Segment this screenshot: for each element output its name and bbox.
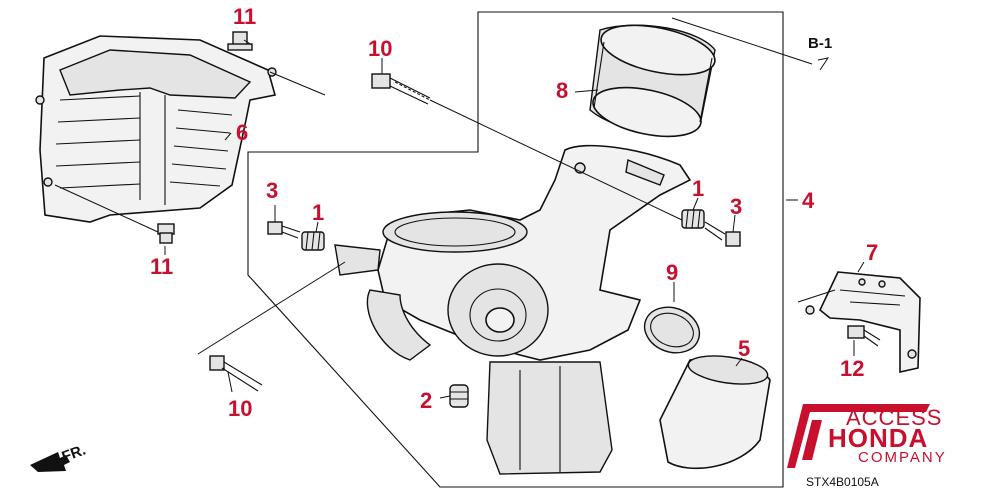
part-10-bolt-top[interactable] — [371, 73, 431, 105]
callout-2: 2 — [420, 388, 432, 413]
callout-1-left: 1 — [312, 200, 324, 225]
callout-5: 5 — [738, 336, 750, 361]
part-7-bracket[interactable] — [805, 271, 921, 373]
part-8-seal[interactable] — [589, 16, 720, 145]
brand-logo: ACCESS HONDA COMPANY — [787, 404, 947, 468]
part-10-bolt-bottom[interactable] — [209, 355, 263, 392]
callout-1-right: 1 — [692, 176, 704, 201]
part-3-bolt-right[interactable] — [704, 221, 741, 247]
part-1-grommet-left[interactable] — [301, 231, 325, 251]
callout-3-left: 3 — [266, 178, 278, 203]
part-6-cover[interactable] — [35, 35, 277, 223]
callout-3-right: 3 — [730, 194, 742, 219]
callout-4: 4 — [802, 188, 815, 213]
callout-10-top: 10 — [368, 36, 392, 61]
part-2-grommet[interactable] — [449, 384, 469, 408]
callouts: 11 6 11 10 8 3 1 1 3 4 9 7 5 12 2 10 — [150, 4, 878, 421]
callout-7: 7 — [866, 240, 878, 265]
callout-8: 8 — [556, 78, 568, 103]
part-3-bolt-left[interactable] — [267, 221, 301, 239]
callout-12: 12 — [840, 356, 864, 381]
diagram-code: STX4B0105A — [806, 475, 879, 489]
callout-9: 9 — [666, 260, 678, 285]
reference-label: B-1 — [808, 35, 832, 52]
callout-11-bottom: 11 — [150, 254, 173, 279]
leader-lines — [54, 17, 865, 399]
assembly-outline-4 — [247, 11, 784, 488]
part-11-clip-top[interactable] — [227, 31, 253, 51]
callout-11-top: 11 — [233, 4, 256, 29]
part-4-intake-housing[interactable] — [334, 144, 692, 475]
callout-10-bottom: 10 — [228, 396, 252, 421]
direction-label: FR. — [60, 442, 89, 466]
part-11-clip-bottom[interactable] — [157, 223, 175, 244]
callout-6: 6 — [236, 120, 248, 145]
front-direction-arrow: FR. — [30, 442, 88, 472]
part-5-duct[interactable] — [659, 352, 771, 469]
part-1-grommet-right[interactable] — [681, 209, 705, 229]
part-12-bolt[interactable] — [847, 325, 881, 347]
brand-line-2: HONDA — [828, 423, 928, 453]
brand-line-1: ACCESS — [846, 405, 942, 430]
part-9-o-ring[interactable] — [638, 300, 706, 360]
brand-line-3: COMPANY — [858, 449, 947, 466]
